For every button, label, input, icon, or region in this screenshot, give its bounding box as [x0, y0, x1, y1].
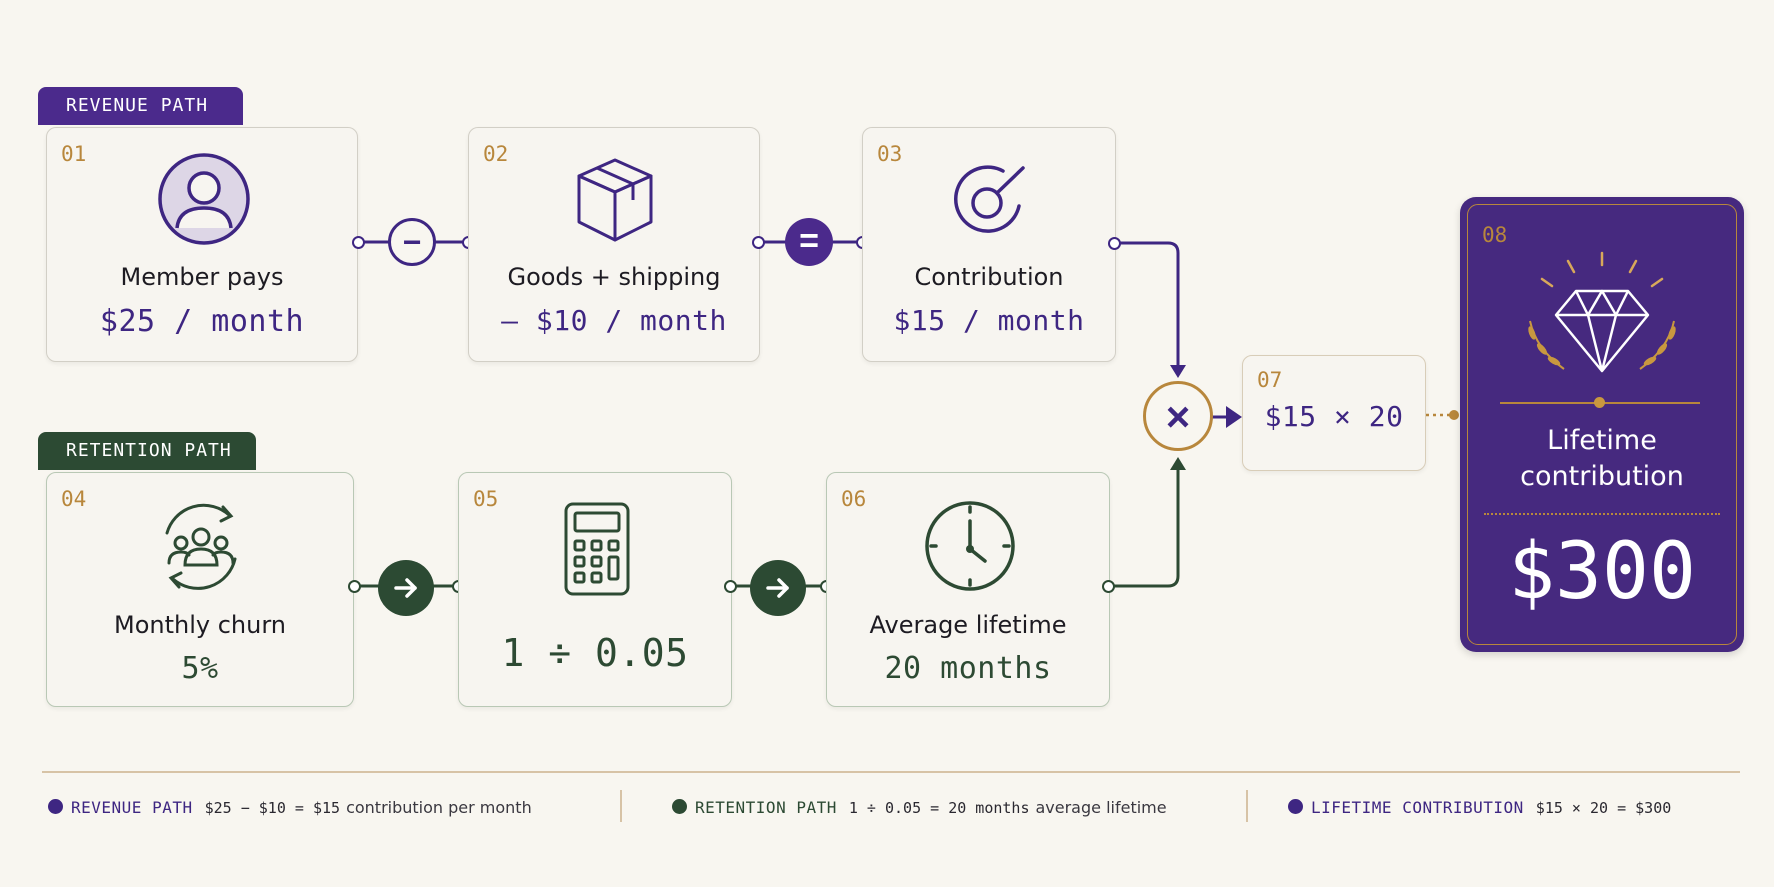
legend-revenue-path: REVENUE PATH $25 − $10 = $15 contribution … [48, 796, 532, 820]
step-value: $25 / month [99, 304, 305, 339]
step-expression: $15 × 20 [1264, 400, 1404, 433]
arrow-operator [750, 560, 806, 616]
legend-name: RETENTION PATH [695, 798, 837, 817]
step-number: 03 [877, 142, 903, 166]
result-card-frame [1467, 204, 1737, 645]
clock-icon [925, 501, 1015, 591]
legend-dot [48, 799, 63, 815]
step-number: 07 [1257, 368, 1283, 392]
package-box-icon [577, 158, 653, 242]
step-title: Contribution [914, 263, 1064, 291]
step-value: – $10 / month [501, 304, 727, 337]
result-title-line2: contribution [1520, 461, 1684, 492]
operator-symbol: − [402, 224, 422, 260]
operator-symbol: = [799, 222, 819, 260]
footer-divider [42, 771, 1740, 773]
connector-dot [348, 580, 361, 593]
legend-dot [672, 799, 687, 815]
arrow-right-icon [766, 578, 789, 598]
minus-operator: − [388, 218, 436, 266]
step-number: 04 [61, 487, 87, 511]
step-card-01: 01 Member pays $25 / month [46, 127, 358, 362]
step-title: Monthly churn [114, 611, 286, 639]
step-title: Average lifetime [869, 611, 1067, 639]
step-value: 5% [181, 651, 219, 686]
churn-cycle-icon [165, 503, 237, 590]
connector-dot [724, 580, 737, 593]
calculator-icon [564, 502, 630, 596]
operator-symbol: × [1165, 393, 1191, 440]
connector-dot [1102, 580, 1115, 593]
legend-separator [1246, 790, 1248, 822]
legend-text: contribution per month [346, 798, 532, 817]
arrow-right-icon [394, 578, 417, 598]
step-title: Goods + shipping [507, 263, 721, 291]
step-number: 05 [473, 487, 499, 511]
revenue-path-tag: REVENUE PATH [38, 87, 243, 125]
connector-dot [1108, 237, 1121, 250]
step-number: 02 [483, 142, 509, 166]
diamond-icon [1528, 251, 1676, 373]
multiply-operator: × [1143, 381, 1213, 451]
step-card-04: 04 Monthly churn 5% [46, 472, 354, 707]
arrow-operator [378, 560, 434, 616]
step-number: 06 [841, 487, 867, 511]
legend-text: average lifetime [1035, 798, 1167, 817]
legend-expression: $15 × 20 = $300 [1535, 799, 1672, 817]
legend-name: LIFETIME CONTRIBUTION [1311, 798, 1524, 817]
user-icon [158, 153, 250, 245]
step-title: Member pays [120, 263, 284, 291]
step-value: 1 ÷ 0.05 [501, 631, 689, 675]
connector-dot [752, 236, 765, 249]
step-card-02: 02 Goods + shipping – $10 / month [468, 127, 760, 362]
step-card-03: 03 Contribution $15 / month [862, 127, 1116, 362]
step-card-05: 05 1 ÷ 0.05 [458, 472, 732, 707]
contribution-icon [954, 165, 1025, 233]
connector-dot [352, 236, 365, 249]
step-card-07: 07 $15 × 20 [1242, 355, 1426, 471]
result-divider-dot [1594, 397, 1605, 408]
legend-expression: 1 ÷ 0.05 = 20 months [848, 799, 1030, 817]
equals-operator: = [785, 218, 833, 266]
retention-path-tag: RETENTION PATH [38, 432, 256, 470]
step-card-06: 06 Average lifetime 20 months [826, 472, 1110, 707]
step-number: 01 [61, 142, 87, 166]
result-value: $300 [1508, 527, 1696, 617]
step-value: $15 / month [893, 304, 1085, 337]
legend-lifetime-contribution: LIFETIME CONTRIBUTION $15 × 20 = $300 [1288, 796, 1677, 820]
legend-expression: $25 − $10 = $15 [204, 799, 341, 817]
step-value: 20 months [884, 651, 1052, 686]
lifetime-contribution-card: 08 Lifetime contri [1460, 197, 1744, 652]
result-dotted-divider [1484, 513, 1720, 515]
result-title-line1: Lifetime [1547, 425, 1657, 456]
legend-separator [620, 790, 622, 822]
legend-retention-path: RETENTION PATH 1 ÷ 0.05 = 20 months averag… [672, 796, 1167, 820]
legend-name: REVENUE PATH [71, 798, 193, 817]
legend-dot [1288, 799, 1303, 815]
step-number: 08 [1482, 223, 1508, 247]
